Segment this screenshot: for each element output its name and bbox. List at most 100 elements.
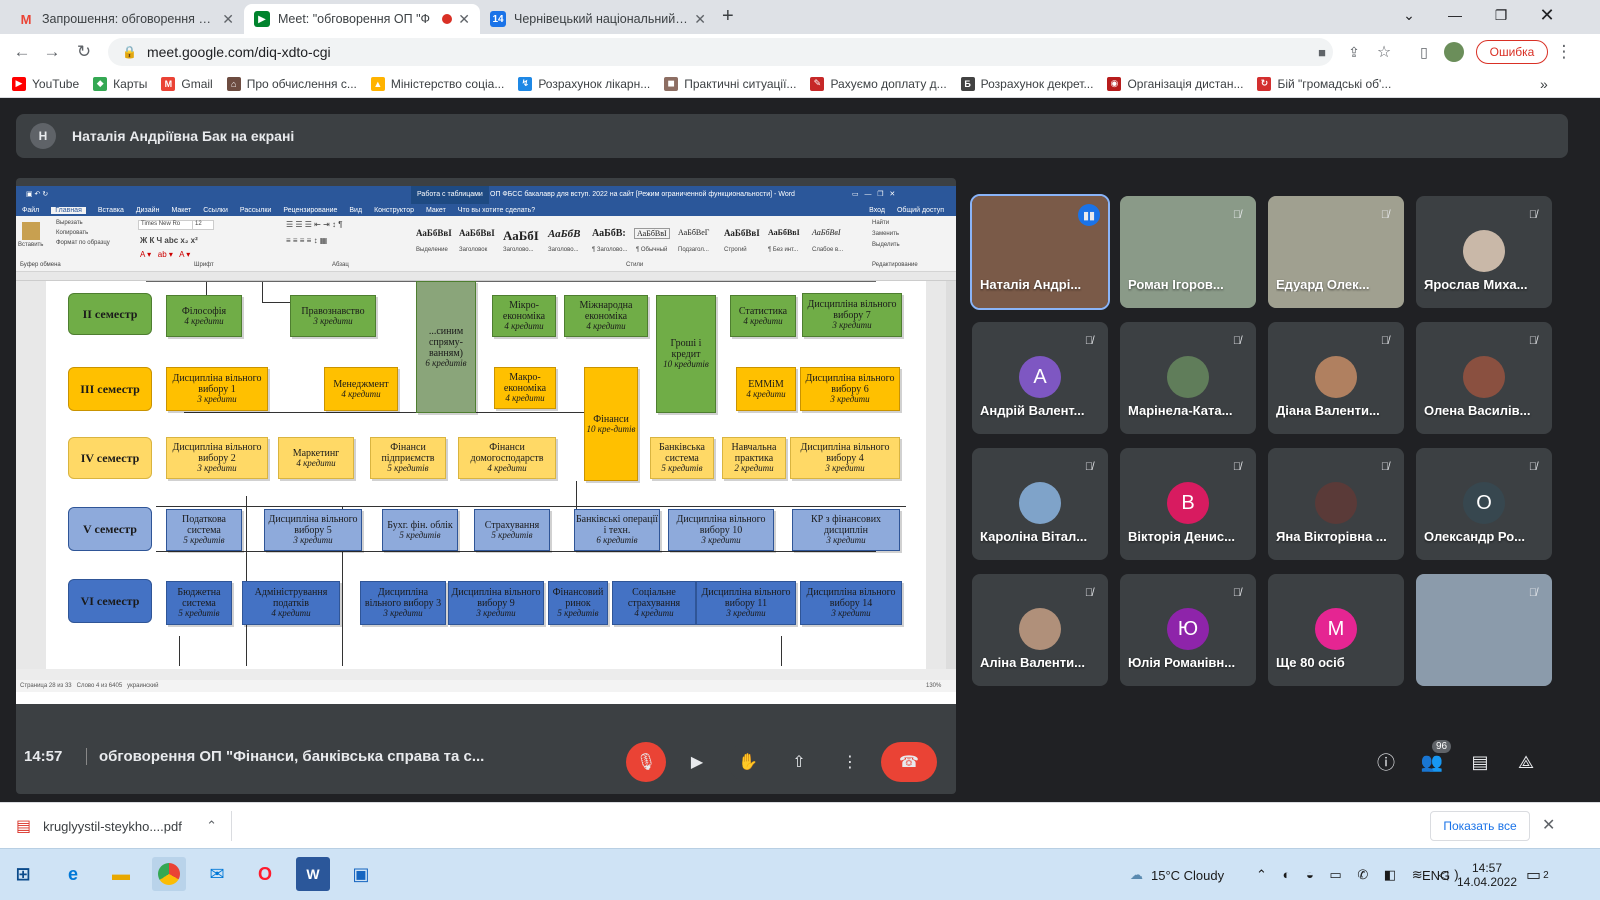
photos-icon[interactable]: ▣ <box>352 863 370 884</box>
more-bookmarks-icon[interactable]: » <box>1540 76 1548 92</box>
tab-search-icon[interactable]: ⌄ <box>1403 6 1415 23</box>
style-sample[interactable]: АаБбВвІ <box>724 228 760 238</box>
tray-icons[interactable]: ⌃ ◐ ◒ ▭ ✆ ◧ ≋ ◁) <box>1256 867 1465 882</box>
font-format-icons[interactable]: Ж К Ч abc x₂ x² <box>140 236 198 245</box>
style-sample[interactable]: АаБбВвІ <box>812 228 841 237</box>
align-icons[interactable]: ≡ ≡ ≡ ≡ ↕ ▦ <box>286 236 328 245</box>
style-sample[interactable]: АаБбВ: <box>592 228 626 239</box>
close-icon[interactable]: ✕ <box>222 10 234 27</box>
opera-icon[interactable]: O <box>257 863 272 884</box>
ribbon-tab[interactable]: Конструктор <box>374 206 414 214</box>
camera-icon[interactable]: ■ <box>1318 44 1326 60</box>
leave-call-button[interactable]: ☎ <box>881 742 937 782</box>
profile-avatar[interactable] <box>1442 40 1466 64</box>
participant-tile[interactable]: Наталія Андрі...▮▮ <box>970 194 1110 310</box>
select-button[interactable]: Выделить <box>872 242 900 248</box>
paragraph-icons[interactable]: ☰ ☰ ☰ ⇤ ⇥ ↕ ¶ <box>286 220 343 229</box>
ribbon-tab[interactable]: Ссылки <box>203 206 228 214</box>
vertical-scrollbar[interactable] <box>946 281 956 669</box>
camera-button[interactable]: ▶ <box>677 742 717 782</box>
minimize-button[interactable]: — <box>1448 7 1462 23</box>
back-button[interactable]: ← <box>13 42 31 61</box>
activities-button[interactable]: ⟁ <box>1512 748 1540 776</box>
ribbon-tab[interactable]: Макет <box>425 206 446 214</box>
font-select[interactable]: Times New Ro <box>138 220 194 230</box>
more-options-button[interactable]: ⋮ <box>830 742 870 782</box>
participant-tile[interactable]: Едуард Олек...🎙̸ <box>1268 196 1404 308</box>
bookmark-item[interactable]: ↯Розрахунок лікарн... <box>518 76 650 91</box>
style-sample[interactable]: АаБбВ <box>548 228 581 240</box>
download-item[interactable]: ▤ kruglyystil-steykho....pdf ⌃ <box>16 811 232 841</box>
share-button[interactable]: Общий доступ <box>896 206 944 214</box>
ribbon-tab[interactable]: Рассылки <box>239 206 272 214</box>
participant-tile[interactable]: Яна Вікторівна ...🎙̸ <box>1268 448 1404 560</box>
close-window-button[interactable]: ✕ <box>1539 4 1555 25</box>
close-icon[interactable]: ✕ <box>694 10 706 27</box>
tab-chnu[interactable]: 14 Чернівецький національний ун ✕ <box>480 4 716 34</box>
weather-widget[interactable]: ☁15°C Cloudy <box>1130 849 1224 900</box>
close-icon[interactable]: ✕ <box>458 10 470 27</box>
ribbon-tab[interactable]: Вид <box>349 206 363 214</box>
chrome-icon[interactable] <box>152 857 186 891</box>
bookmark-star-icon[interactable]: ☆ <box>1376 44 1392 61</box>
error-button[interactable]: Ошибка <box>1476 40 1548 64</box>
sign-in[interactable]: Вход <box>869 206 885 214</box>
style-sample[interactable]: АаБбІ <box>503 228 539 243</box>
participant-tile[interactable]: Діана Валенти...🎙̸ <box>1268 322 1404 434</box>
forward-button[interactable]: → <box>43 42 61 61</box>
edge-icon[interactable]: e <box>67 863 78 884</box>
bookmark-item[interactable]: ◉Організація дистан... <box>1107 76 1243 91</box>
bookmark-item[interactable]: ◼Практичні ситуації... <box>664 76 796 91</box>
tab-meet[interactable]: ▶ Meet: "обговорення ОП "Ф ✕ <box>244 4 480 34</box>
url-input[interactable]: 🔒 meet.google.com/diq-xdto-cgi <box>108 38 1333 66</box>
participant-tile[interactable]: Олена Василів...🎙̸ <box>1416 322 1552 434</box>
bookmark-item[interactable]: ⌂Про обчислення с... <box>226 76 357 91</box>
style-sample-selected[interactable]: АаБбВвІ <box>634 228 670 239</box>
start-button[interactable]: ⊞ <box>15 863 31 884</box>
share-icon[interactable]: ⇪ <box>1348 43 1360 60</box>
style-sample[interactable]: АаБбВвІ <box>768 228 800 237</box>
style-sample[interactable]: АаБбВвІ <box>459 228 495 238</box>
mic-off-button[interactable]: 🎙 <box>626 742 666 782</box>
style-sample[interactable]: АаБбВвІ <box>416 228 452 238</box>
close-icon[interactable]: ✕ <box>1542 817 1556 834</box>
participant-tile[interactable]: Ярослав Миха...🎙̸ <box>1416 196 1552 308</box>
participant-tile[interactable]: Аліна Валенти...🎙̸ <box>972 574 1108 686</box>
notification-icon[interactable]: ▭2 <box>1526 867 1549 884</box>
font-size-select[interactable]: 12 <box>192 220 214 230</box>
ribbon-tab-home[interactable]: Главная <box>51 206 86 214</box>
replace-button[interactable]: Заменить <box>872 231 899 237</box>
participant-tile[interactable]: Роман Ігоров...🎙̸ <box>1120 196 1256 308</box>
show-all-button[interactable]: Показать все <box>1430 811 1530 841</box>
paste-icon[interactable] <box>22 222 40 240</box>
word-icon[interactable]: W <box>296 857 330 891</box>
horizontal-scrollbar[interactable] <box>16 669 956 680</box>
menu-icon[interactable]: ⋮ <box>1555 42 1573 61</box>
tell-me-search[interactable]: Что вы хотите сделать? <box>457 206 536 214</box>
maximize-button[interactable]: ❐ <box>1494 6 1508 23</box>
participant-tile[interactable]: Марінела-Ката...🎙̸ <box>1120 322 1256 434</box>
style-sample[interactable]: АаБбВеГ <box>678 228 710 237</box>
format-painter-button[interactable]: Формат по образцу <box>56 240 110 246</box>
side-panel-icon[interactable]: ▯ <box>1420 43 1428 60</box>
tab-gmail[interactable]: M Запрошення: обговорення ОП ✕ <box>8 4 244 34</box>
ribbon-tab[interactable]: Вставка <box>97 206 124 214</box>
font-color-icons[interactable]: A ▾ ab ▾ A ▾ <box>140 250 191 259</box>
participant-tile[interactable]: 🎙̸ <box>1416 574 1552 686</box>
copy-button[interactable]: Копировать <box>56 230 89 236</box>
participant-tile[interactable]: Кароліна Вітал...🎙̸ <box>972 448 1108 560</box>
mail-icon[interactable]: ✉ <box>209 863 225 884</box>
bookmark-item[interactable]: ▲Міністерство соціа... <box>370 76 504 91</box>
new-tab-button[interactable]: + <box>722 5 734 27</box>
raise-hand-button[interactable]: ✋ <box>728 742 768 782</box>
chat-button[interactable]: ▤ <box>1466 748 1494 776</box>
find-button[interactable]: Найти <box>872 220 890 226</box>
zoom-level[interactable]: 130% <box>926 683 942 689</box>
